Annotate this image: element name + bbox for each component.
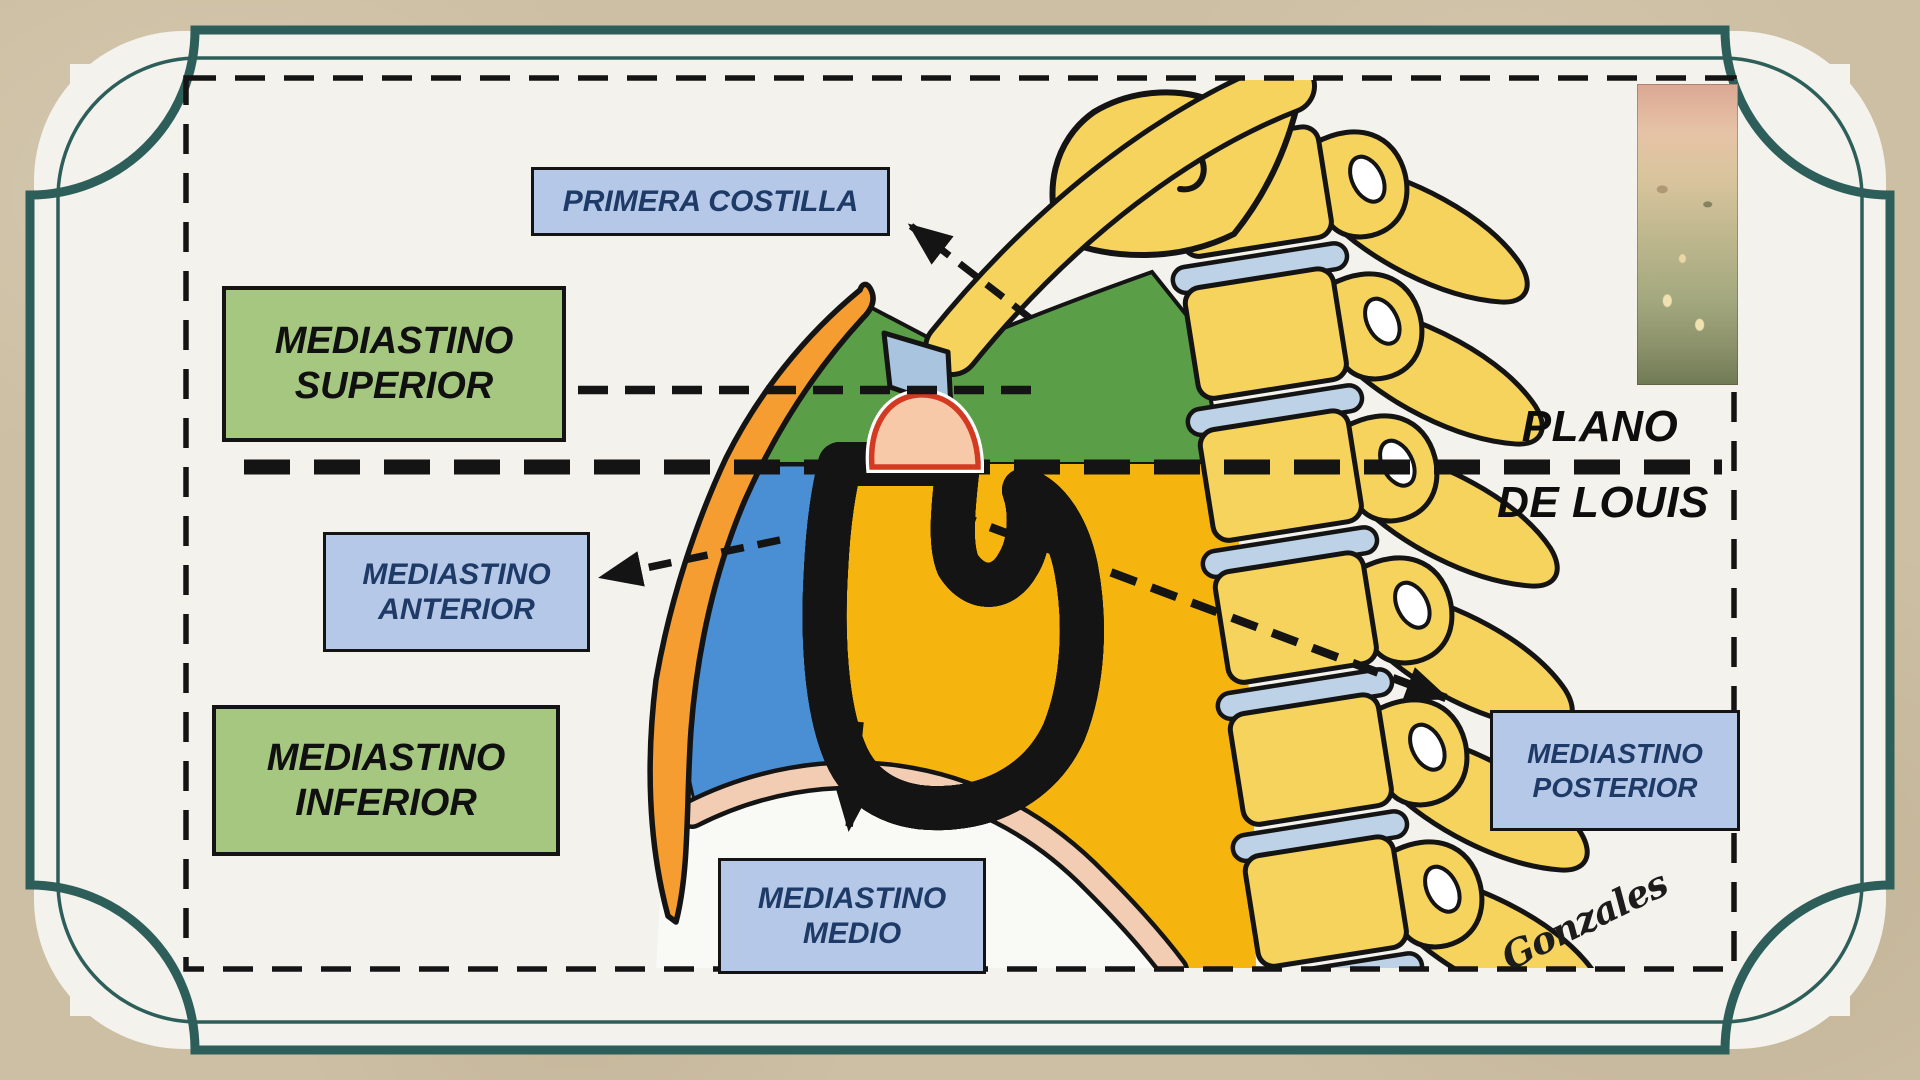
mediastino-anterior-line1: MEDIASTINO [362, 557, 551, 591]
callout-mediastino-anterior: MEDIASTINO ANTERIOR [323, 532, 590, 652]
mediastino-posterior-line2: POSTERIOR [1532, 771, 1698, 803]
mediastino-superior-line1: MEDIASTINO [274, 320, 514, 363]
heart-middle-mediastinum [825, 442, 1082, 808]
mediastino-anterior-line2: ANTERIOR [378, 593, 535, 626]
callout-mediastino-medio: MEDIASTINO MEDIO [718, 858, 986, 974]
first-rib [928, 80, 1312, 372]
plano-label-line1: PLANO [1521, 402, 1679, 451]
arrow-mediastino-medio [835, 721, 872, 832]
diaphragm-band [681, 764, 1185, 968]
callout-mediastino-posterior: MEDIASTINO POSTERIOR [1490, 710, 1740, 831]
arrow-primera-costilla [907, 223, 1033, 321]
arrow-mediastino-anterior [598, 536, 781, 587]
callout-mediastino-superior: MEDIASTINO SUPERIOR [222, 286, 566, 442]
callout-primera-costilla: PRIMERA COSTILLA [531, 167, 890, 236]
mediastino-inferior-line2: INFERIOR [295, 781, 477, 824]
callout-mediastino-inferior: MEDIASTINO INFERIOR [212, 705, 560, 856]
mediastino-medio-line2: MEDIO [802, 917, 902, 950]
corner-artwork-engraving [1637, 84, 1738, 385]
mediastino-medio-line1: MEDIASTINO [757, 881, 947, 915]
mediastino-inferior-line1: MEDIASTINO [266, 736, 506, 779]
mediastino-superior-line2: SUPERIOR [294, 365, 494, 407]
arrow-mediastino-posterior [948, 508, 1450, 702]
region-mediastino-posterior [831, 464, 1256, 968]
mediastino-posterior-line1: MEDIASTINO [1527, 738, 1703, 770]
plano-label-line2: DE LOUIS [1497, 478, 1709, 527]
aortic-knob-rim [868, 392, 981, 470]
callout-primera-costilla-text: PRIMERA COSTILLA [562, 184, 859, 218]
frame-outer-line [25, 25, 1895, 1055]
frame-inner-line [56, 56, 1864, 1024]
sternum [647, 281, 876, 925]
